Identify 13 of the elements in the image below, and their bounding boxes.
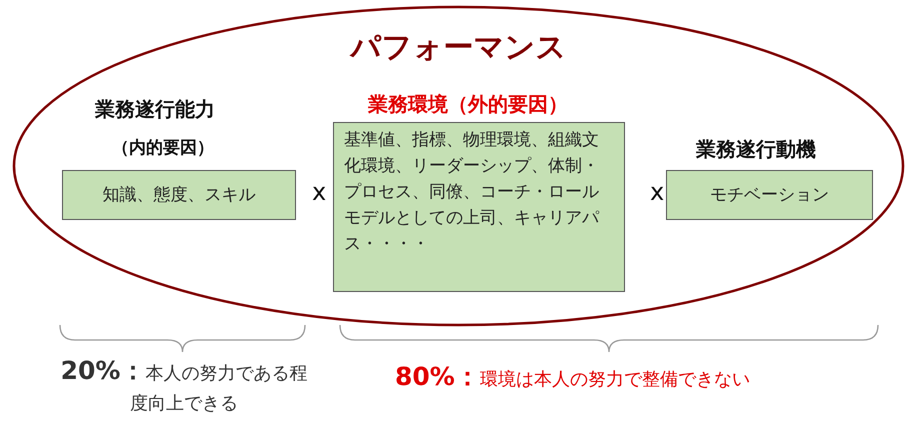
text-box: 知識、態度、スキル: [62, 170, 296, 220]
note-text: 80%：環境は本人の努力で整備できない: [395, 362, 750, 393]
multiply-sign: x: [312, 178, 326, 206]
multiply-sign: x: [650, 178, 664, 206]
ellipse-frame: [12, 5, 905, 327]
ellipse-label: パフォーマンス: [348, 29, 568, 67]
heading: 業務遂行能力: [95, 96, 215, 123]
text-box: モチベーション: [666, 170, 873, 220]
heading: 業務環境（外的要因）: [368, 91, 568, 118]
text-box: 基準値、指標、物理環境、組織文化環境、リーダーシップ、体制・プロセス、同僚、コーチ・ロールモデルとしての上司、キャリアパス・・・・: [333, 122, 625, 292]
note-text: 20%：本人の努力である程度向上できる: [60, 356, 308, 416]
heading: （内的要因）: [112, 137, 214, 159]
heading: 業務遂行動機: [696, 136, 816, 163]
